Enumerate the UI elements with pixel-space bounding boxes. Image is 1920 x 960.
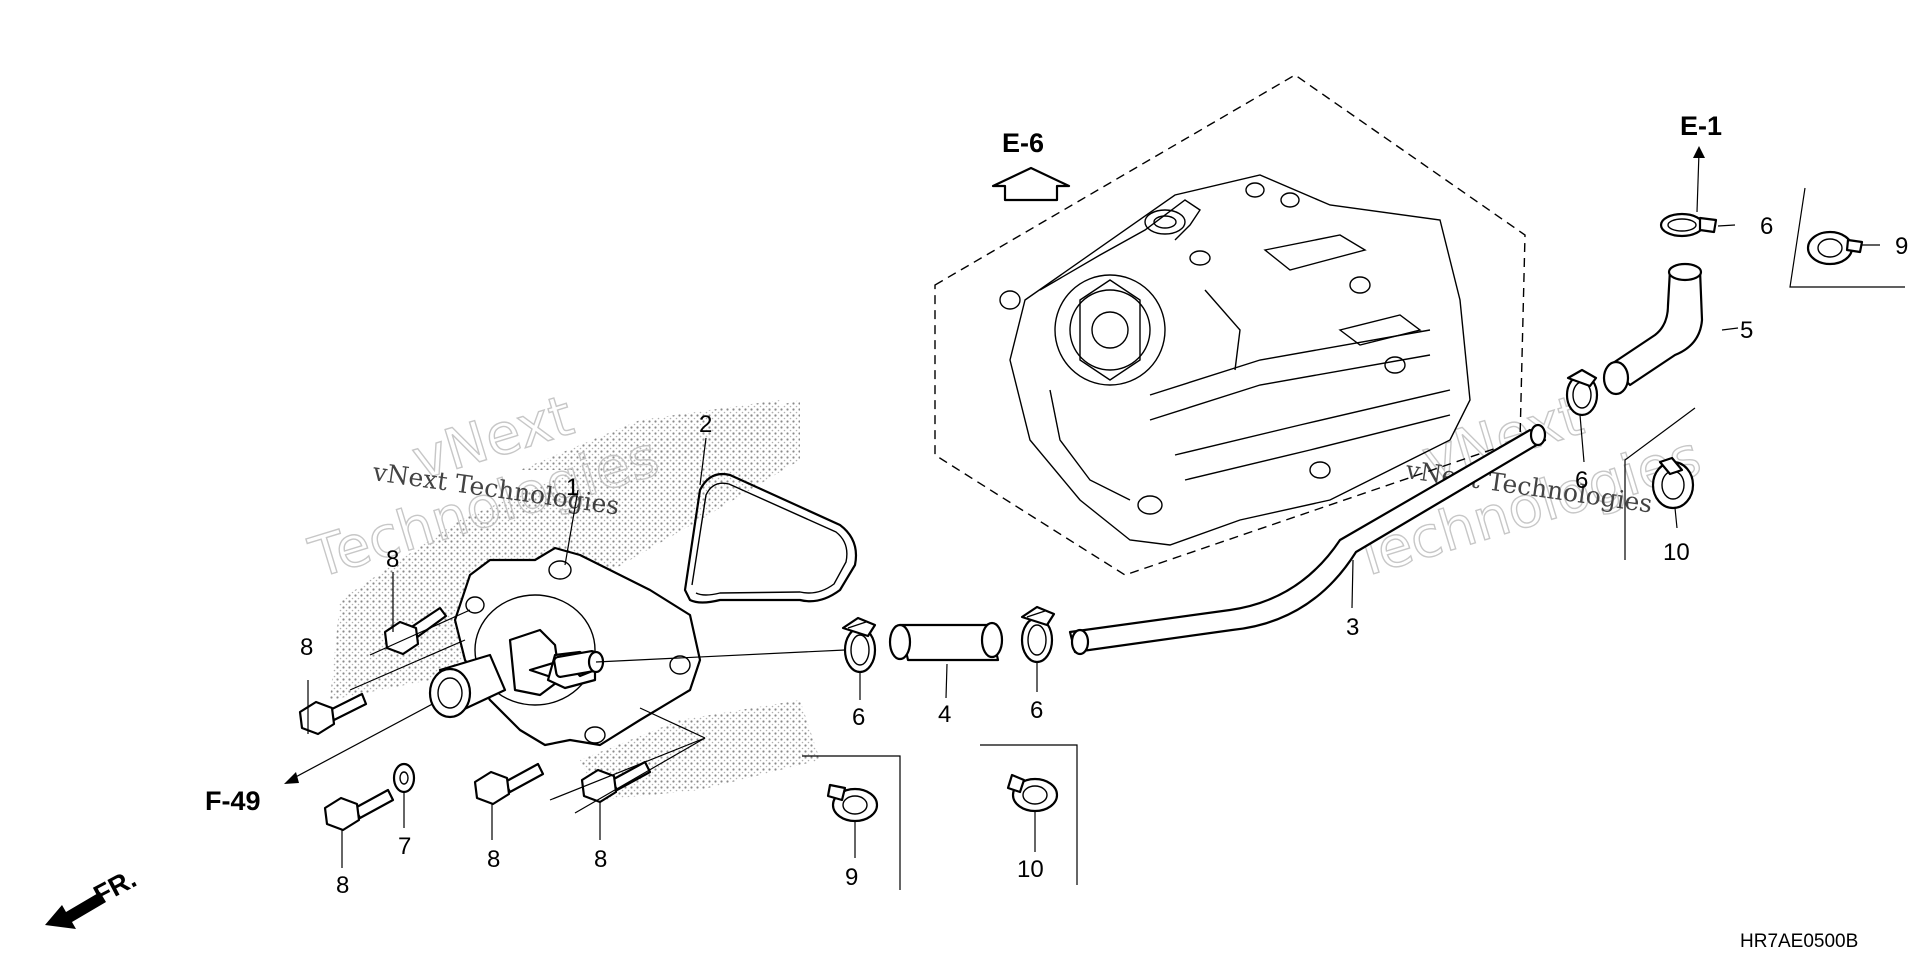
bolt-b [298, 692, 368, 736]
leader-lines [307, 224, 1880, 868]
gasket [683, 472, 858, 604]
clip-9-upper [1806, 230, 1864, 266]
callout-5: 5 [1740, 317, 1753, 344]
callout-1: 1 [566, 474, 579, 501]
ref-e6: E-6 [991, 128, 1071, 202]
short-hose [888, 621, 1004, 662]
clip-boxes [802, 187, 1905, 890]
hose-clamp-a [841, 616, 877, 674]
washer [392, 762, 416, 794]
water-pipe [1068, 423, 1547, 656]
callout-8-c: 8 [336, 872, 349, 899]
arrow-left-icon [284, 772, 299, 784]
callout-6-d: 6 [1575, 467, 1588, 494]
callout-9-b: 9 [1895, 233, 1908, 260]
water-pump-cover [428, 546, 702, 747]
drawing-code: HR7AE0500B [1740, 931, 1858, 952]
callout-10-a: 10 [1017, 856, 1044, 883]
front-arrow-icon [45, 892, 106, 929]
ref-e1: E-1 [1680, 111, 1722, 213]
callout-9-a: 9 [845, 864, 858, 891]
ref-e1-label: E-1 [1680, 111, 1722, 141]
ref-f49: F-49 [205, 699, 441, 816]
clip-10-upper [1651, 456, 1695, 510]
callout-8-a: 8 [386, 546, 399, 573]
callout-10-b: 10 [1663, 539, 1690, 566]
callout-4: 4 [938, 701, 951, 728]
callout-2: 2 [699, 411, 712, 438]
clip-10-lower [1006, 773, 1059, 813]
callout-8-e: 8 [594, 846, 607, 873]
up-arrow-icon [991, 166, 1071, 202]
callouts: 1 2 3 4 5 6 6 6 6 7 8 8 8 8 8 9 9 10 10 [300, 213, 1908, 899]
bolt-c [323, 788, 395, 832]
elbow-hose [1602, 262, 1704, 396]
callout-6-a: 6 [852, 704, 865, 731]
ref-e6-label: E-6 [1002, 128, 1044, 158]
clip-9-lower [826, 783, 879, 823]
callout-8-d: 8 [487, 846, 500, 873]
front-indicator: FR. [45, 863, 141, 929]
callout-6-c: 6 [1760, 213, 1773, 240]
callout-7: 7 [398, 833, 411, 860]
ref-f49-label: F-49 [205, 786, 261, 816]
callout-8-b: 8 [300, 634, 313, 661]
callout-3: 3 [1346, 614, 1359, 641]
hose-clamp-b [1020, 605, 1056, 664]
arrow-up-icon [1693, 146, 1705, 158]
bolt-d [473, 762, 545, 806]
hose-clamp-d [1565, 368, 1599, 417]
hose-clamp-c [1659, 212, 1718, 238]
callout-6-b: 6 [1030, 697, 1043, 724]
